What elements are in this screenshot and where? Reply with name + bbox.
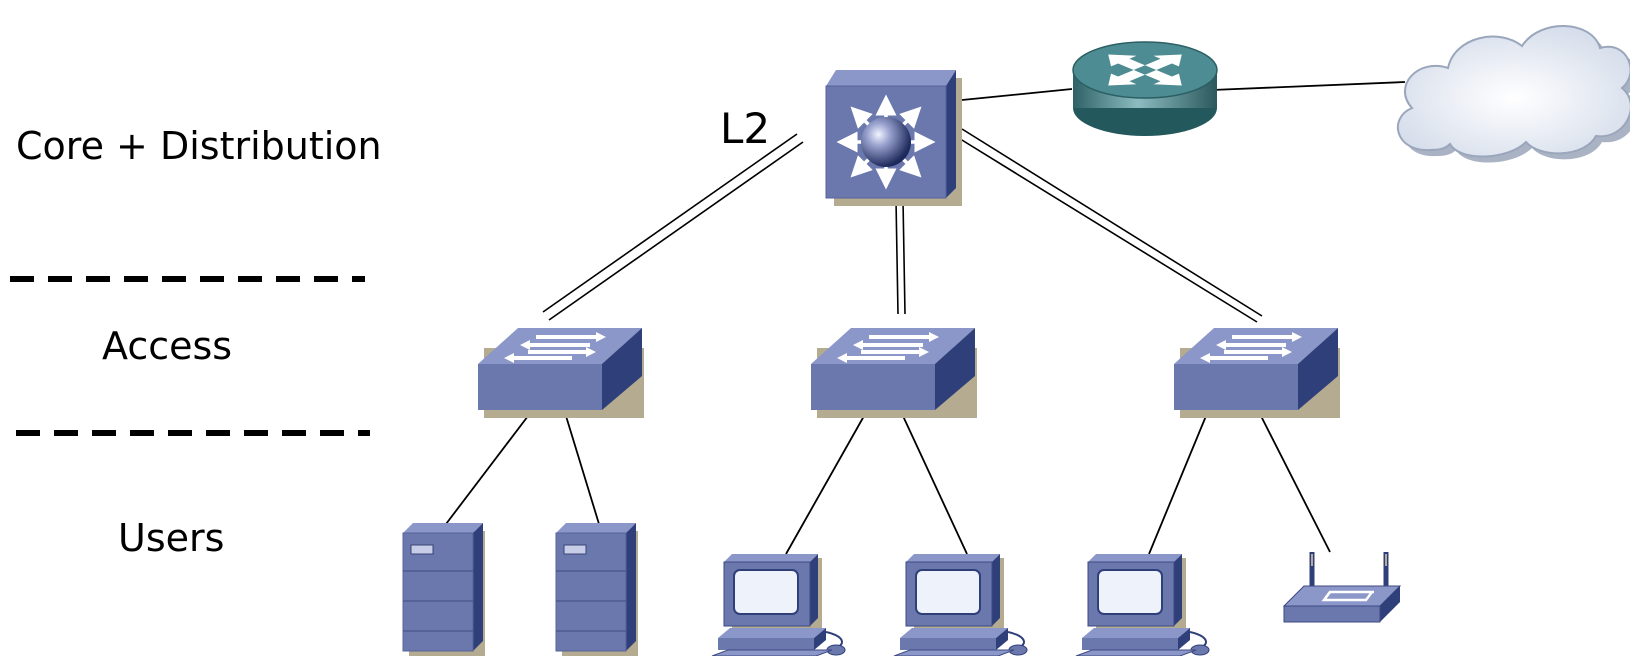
uplink-core-access-3 <box>956 128 1263 323</box>
workgroup-switch-icon <box>1200 332 1302 363</box>
server-tower-icon <box>403 544 473 632</box>
uplink-core-access-1 <box>542 133 804 321</box>
server-1[interactable] <box>402 523 485 656</box>
access-switch-1[interactable] <box>478 328 644 418</box>
link-access2-pc1 <box>785 415 865 555</box>
link-access3-pc3 <box>1148 415 1207 555</box>
desktop-pc-icon <box>711 554 846 656</box>
access-switch-3[interactable] <box>1174 328 1340 418</box>
link-core-router <box>961 88 1073 101</box>
server-2[interactable] <box>555 523 638 656</box>
pc-2[interactable] <box>893 554 1028 656</box>
workgroup-switch-icon <box>504 332 606 363</box>
router-icon[interactable] <box>1072 41 1218 136</box>
link-access2-pc2 <box>902 415 968 555</box>
link-access1-server1 <box>445 415 529 525</box>
access-switch-2[interactable] <box>811 328 977 418</box>
link-router-cloud <box>1211 81 1406 91</box>
pc-3[interactable] <box>1075 554 1210 656</box>
layer-label-core: Core + Distribution <box>16 124 382 168</box>
access-point[interactable] <box>1282 552 1402 623</box>
desktop-pc-icon <box>893 554 1028 656</box>
uplink-core-access-2 <box>895 199 906 315</box>
workgroup-switch-icon <box>837 332 939 363</box>
core-switch-label: L2 <box>720 104 770 153</box>
pc-1[interactable] <box>711 554 846 656</box>
link-access1-server2 <box>565 415 600 525</box>
link-access3-ap <box>1260 415 1331 553</box>
wireless-access-point-icon <box>1282 552 1402 623</box>
layer-label-access: Access <box>102 324 233 368</box>
layer-label-users: Users <box>118 516 225 560</box>
desktop-pc-icon <box>1075 554 1210 656</box>
cloud-icon[interactable] <box>1396 25 1630 163</box>
core-switch[interactable] <box>825 70 962 206</box>
server-tower-icon <box>556 544 626 632</box>
